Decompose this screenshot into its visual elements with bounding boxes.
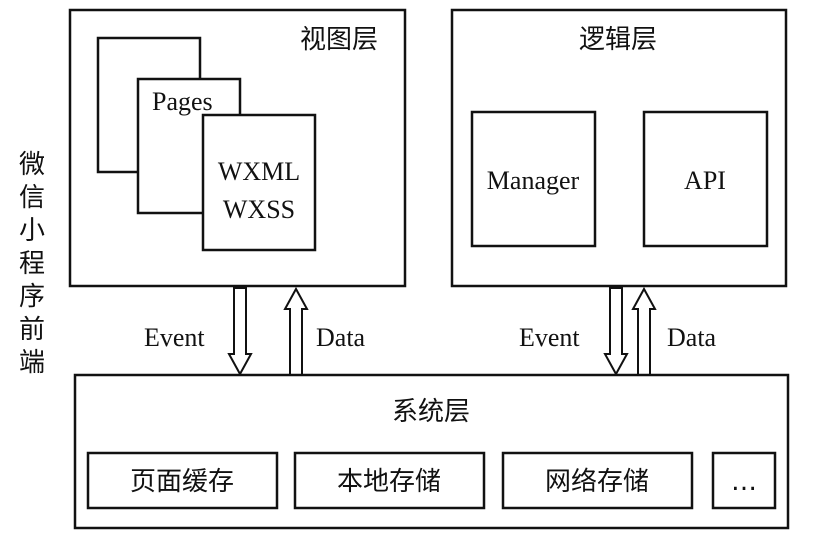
module-box	[86, 451, 279, 510]
event-down-arrow	[603, 287, 629, 377]
right-arrows: Event Data	[519, 286, 717, 377]
left-event-label: Event	[144, 323, 205, 352]
api-label: API	[684, 166, 726, 195]
event-down-arrow	[227, 287, 253, 377]
module-label: …	[731, 467, 757, 497]
logic-layer: 逻辑层 Manager API	[450, 8, 788, 288]
left-data-label: Data	[316, 323, 366, 352]
side-label: 微 信 小 程 序 前 端	[19, 150, 45, 378]
module-label: 本地存储	[337, 467, 441, 497]
side-label-char: 序	[19, 282, 45, 312]
system-layer: 系统层 页面缓存 本地存储 网络存储 …	[73, 373, 790, 530]
wxml-label: WXML	[218, 157, 300, 186]
logic-layer-title: 逻辑层	[579, 25, 657, 55]
side-label-char: 小	[19, 216, 45, 246]
side-label-char: 信	[19, 183, 45, 213]
left-arrows: Event Data	[144, 286, 366, 377]
side-label-char: 微	[19, 150, 45, 180]
module-label: 页面缓存	[130, 467, 234, 497]
data-up-arrow	[283, 286, 309, 376]
view-layer: 视图层 Pages WXML WXSS	[68, 8, 407, 288]
api-box	[642, 110, 769, 248]
view-layer-title: 视图层	[300, 25, 378, 55]
side-label-char: 前	[19, 315, 45, 345]
system-layer-title: 系统层	[392, 397, 470, 427]
side-label-char: 端	[19, 348, 45, 378]
side-label-char: 程	[19, 249, 45, 279]
module-box	[293, 451, 486, 510]
wxss-label: WXSS	[223, 195, 295, 224]
page-stack-front	[201, 113, 317, 252]
module-box	[711, 451, 777, 510]
module-label: 网络存储	[545, 467, 649, 497]
manager-label: Manager	[487, 166, 580, 195]
right-data-label: Data	[667, 323, 717, 352]
pages-label: Pages	[152, 87, 213, 116]
right-event-label: Event	[519, 323, 580, 352]
module-box	[501, 451, 694, 510]
data-up-arrow	[631, 286, 657, 376]
manager-box	[470, 110, 597, 248]
